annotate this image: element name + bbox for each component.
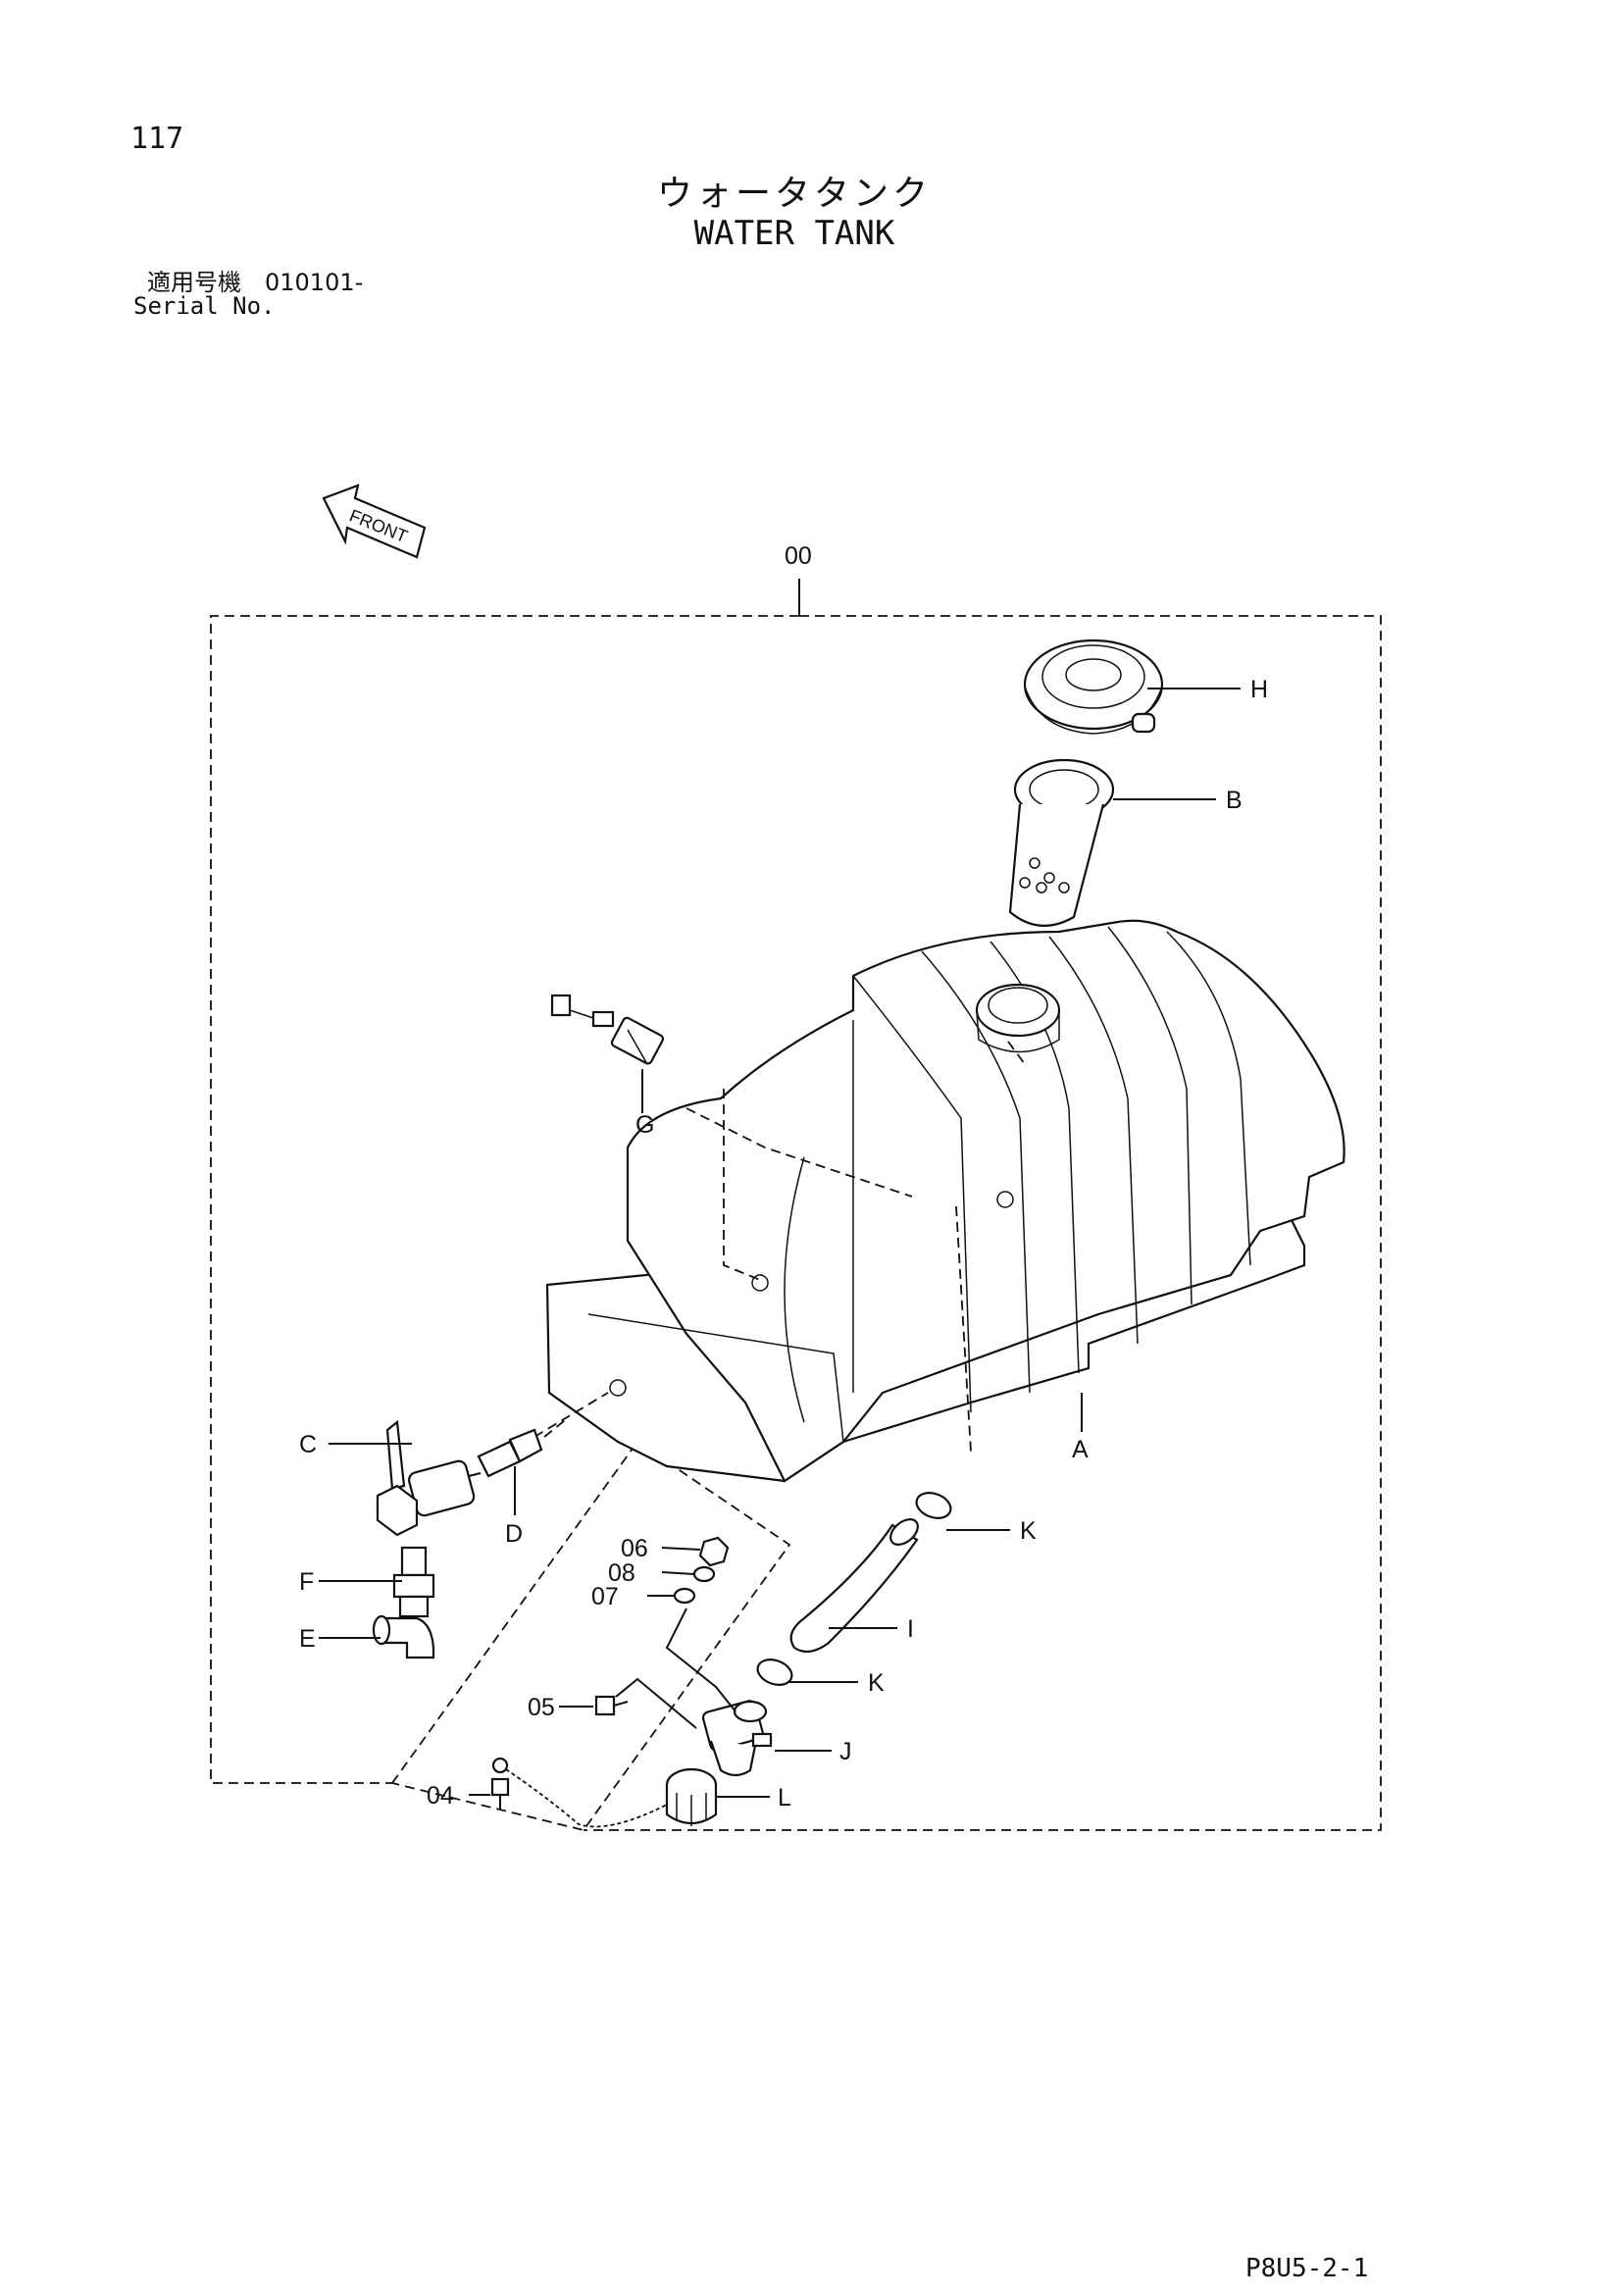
nut-06 <box>698 1536 730 1567</box>
connector-fitting <box>477 1416 570 1515</box>
elbow-fitting <box>372 1614 435 1659</box>
page-title: WATER TANK <box>693 214 895 253</box>
hose-clamp-upper <box>915 1492 952 1519</box>
bolt-05 <box>594 1695 629 1716</box>
filler-cap <box>1023 638 1164 735</box>
callout-I: I <box>907 1615 914 1643</box>
callout-F: F <box>299 1568 314 1596</box>
callout-08: 08 <box>608 1559 635 1587</box>
callout-J: J <box>839 1738 852 1765</box>
callout-05: 05 <box>528 1694 555 1721</box>
page-title-japanese: ウォータタンク <box>656 174 932 214</box>
screw-04 <box>490 1757 510 1810</box>
callout-00: 00 <box>785 542 812 570</box>
chain <box>499 1764 668 1828</box>
drawing-code: P8U5-2-1 <box>1245 2254 1369 2283</box>
filler-port <box>701 1700 773 1777</box>
callout-H: H <box>1250 676 1268 703</box>
hose-clamp-lower <box>756 1658 793 1686</box>
level-sensor <box>550 994 665 1113</box>
callout-K-upper: K <box>1020 1517 1037 1545</box>
callout-D: D <box>505 1520 523 1548</box>
callout-A: A <box>1072 1436 1089 1463</box>
hose <box>789 1518 919 1654</box>
callout-C: C <box>299 1431 317 1458</box>
o-ring-07 <box>673 1587 696 1605</box>
callout-G: G <box>635 1111 654 1139</box>
port-cap <box>665 1767 718 1826</box>
callout-07: 07 <box>591 1583 619 1610</box>
washer-08 <box>692 1565 716 1583</box>
front-arrow-icon: FRONT <box>322 484 427 559</box>
serial-label: Serial No. <box>133 292 276 320</box>
strainer <box>1008 758 1115 927</box>
callout-K-lower: K <box>868 1669 885 1697</box>
water-tank <box>533 919 1345 1483</box>
drain-valve <box>376 1419 482 1537</box>
assembly-boundary <box>210 579 1382 1832</box>
callout-06: 06 <box>621 1535 648 1562</box>
serial-range: 適用号機 010101- <box>147 269 364 296</box>
callout-L: L <box>778 1784 791 1811</box>
callout-04: 04 <box>427 1782 454 1810</box>
callout-B: B <box>1226 787 1243 814</box>
page-number: 117 <box>130 122 184 156</box>
callout-E: E <box>299 1625 316 1653</box>
nipple-fitting <box>392 1546 435 1618</box>
